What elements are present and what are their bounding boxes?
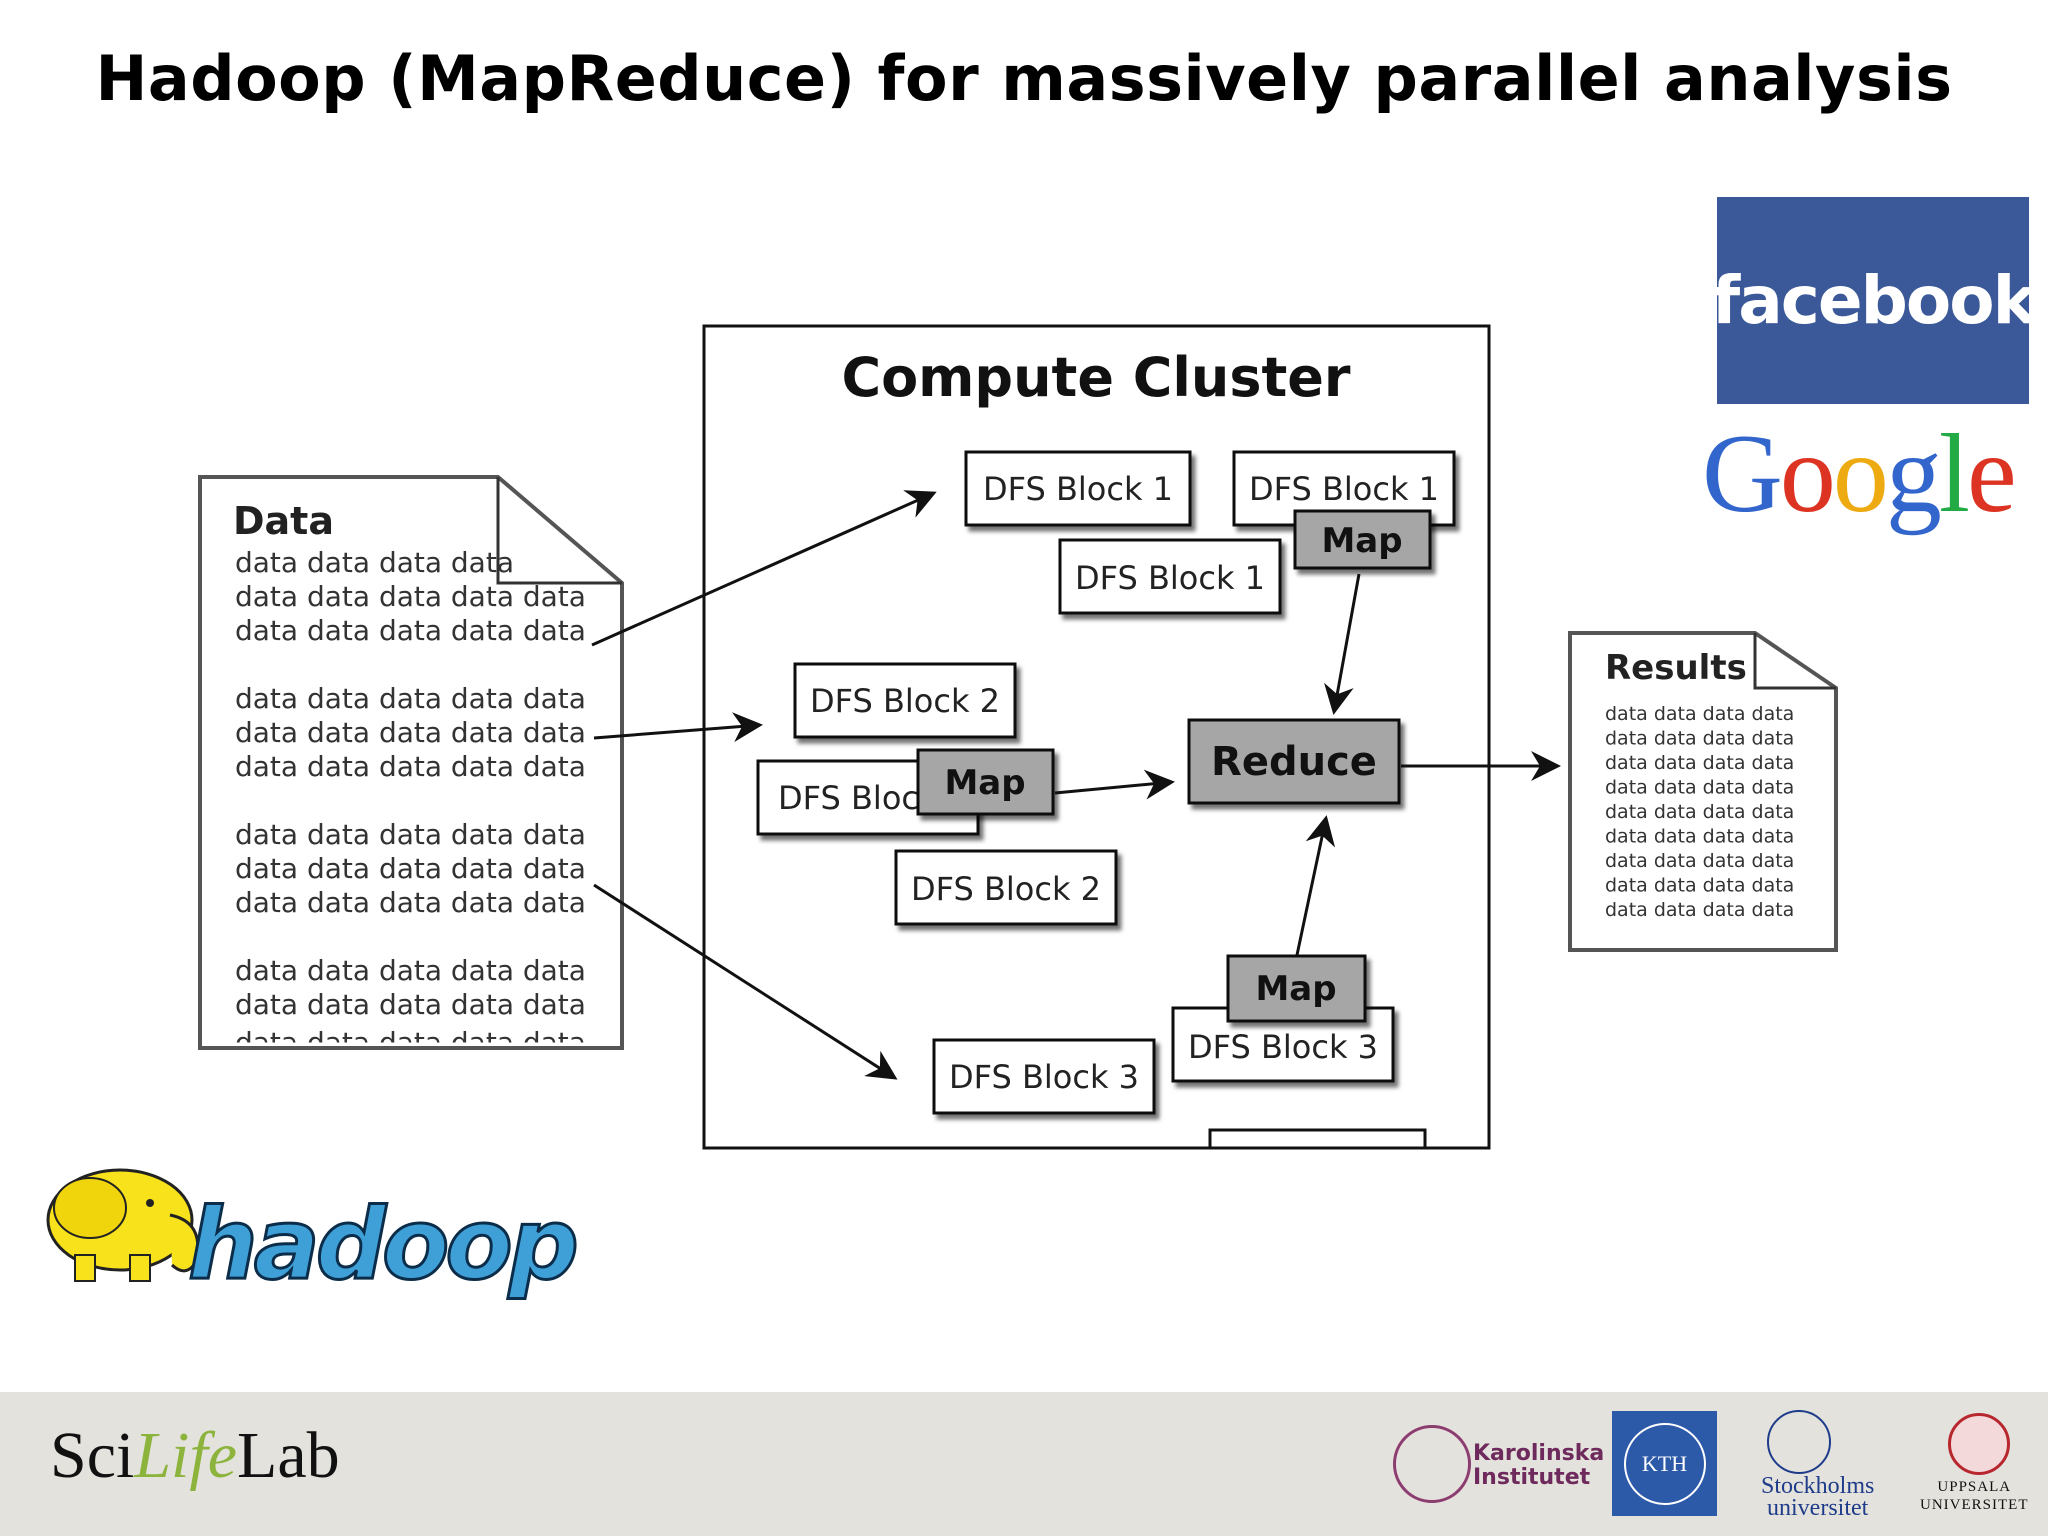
dfs-block-3b-label: DFS Block 3 <box>949 1058 1139 1096</box>
dfs-block-2c-label: DFS Block 2 <box>911 870 1101 908</box>
google-wordmark: Google <box>1702 410 2017 539</box>
results-line-6: data data data data <box>1605 826 1794 848</box>
uppsala-line-1: UPPSALA <box>1937 1479 2012 1495</box>
google-letter-5: l <box>1938 412 1970 536</box>
arrow-map3-to-reduce <box>1295 815 1336 956</box>
uppsala-seal-icon <box>1948 1413 2010 1475</box>
hadoop-wordmark: hadoop <box>188 1188 576 1302</box>
data-line-11: data data data data data <box>235 988 586 1021</box>
uppsala-university-logo: UPPSALA UNIVERSITET <box>1920 1478 2029 1514</box>
data-line-3: data data data data data <box>235 614 586 647</box>
reduce-box: Reduce <box>1187 718 1401 805</box>
scilifelab-lab: Lab <box>237 1419 340 1492</box>
karolinska-line-1: Karolinska <box>1473 1441 1605 1466</box>
compute-cluster-title: Compute Cluster <box>841 346 1350 409</box>
reduce-box-label: Reduce <box>1211 739 1377 785</box>
arrow-map1-to-reduce <box>1324 573 1361 715</box>
data-line-8: data data data data data <box>235 852 586 885</box>
karolinska-line-2: Institutet <box>1473 1465 1591 1490</box>
facebook-logo: facebook <box>1712 197 2036 404</box>
google-letter-4: g <box>1885 412 1942 536</box>
google-logo: Google <box>1702 410 2017 539</box>
dfs-block-2b-label: DFS Bloc <box>778 779 919 817</box>
data-line-4: data data data data data <box>235 682 586 715</box>
results-line-7: data data data data <box>1605 850 1794 872</box>
results-line-4: data data data data <box>1605 777 1794 799</box>
results-line-3: data data data data <box>1605 752 1794 774</box>
map-box-3: Map <box>1226 954 1367 1023</box>
dfs-block-2a-label: DFS Block 2 <box>810 682 1000 720</box>
data-document-title: Data <box>233 499 334 543</box>
dfs-block-2a: DFS Block 2 <box>793 662 1017 739</box>
arrow-data-to-block2 <box>593 712 763 743</box>
google-letter-6: e <box>1967 412 2017 536</box>
stockholm-line-2: universitet <box>1767 1495 1869 1521</box>
google-letter-1: G <box>1702 412 1783 536</box>
partial-block-bottom <box>1208 1128 1427 1150</box>
dfs-block-1a-label: DFS Block 1 <box>983 470 1173 508</box>
data-line-9: data data data data data <box>235 886 586 919</box>
google-letter-2: o <box>1779 412 1836 536</box>
dfs-block-1a: DFS Block 1 <box>964 450 1192 527</box>
hadoop-elephant-icon <box>46 1168 200 1282</box>
results-line-9: data data data data <box>1605 899 1794 921</box>
scilifelab-sci: Sci <box>50 1419 135 1492</box>
uppsala-line-2: UNIVERSITET <box>1920 1497 2029 1513</box>
hadoop-logo: hadoop <box>46 1168 581 1304</box>
data-line-5: data data data data data <box>235 716 586 749</box>
stockholm-line-1: Stockholms <box>1761 1473 1875 1499</box>
dfs-block-3a-label: DFS Block 3 <box>1188 1028 1378 1066</box>
dfs-block-1c-label: DFS Block 1 <box>1075 559 1265 597</box>
data-line-7: data data data data data <box>235 818 586 851</box>
dfs-block-1c: DFS Block 1 <box>1058 538 1282 615</box>
google-letter-3: o <box>1832 412 1889 536</box>
map-box-2: Map <box>916 748 1055 816</box>
dfs-block-1b-label: DFS Block 1 <box>1249 470 1439 508</box>
kth-label: KTH <box>1641 1450 1688 1476</box>
results-line-8: data data data data <box>1605 875 1794 897</box>
data-line-2: data data data data data <box>235 580 586 613</box>
map-box-1: Map <box>1293 509 1432 570</box>
map-box-2-label: Map <box>944 763 1025 803</box>
data-line-6: data data data data data <box>235 750 586 783</box>
results-line-5: data data data data <box>1605 801 1794 823</box>
kth-logo: KTH <box>1612 1411 1717 1516</box>
scilifelab-life: Life <box>134 1419 238 1492</box>
stockholm-seal-icon <box>1767 1410 1831 1474</box>
results-line-2: data data data data <box>1605 728 1794 750</box>
karolinska-seal-icon <box>1393 1425 1471 1503</box>
scilifelab-logo: SciLifeLab <box>50 1418 340 1494</box>
arrow-map2-to-reduce <box>1054 769 1175 800</box>
dfs-block-3b: DFS Block 3 <box>932 1038 1156 1115</box>
data-line-1: data data data data <box>235 546 514 579</box>
map-box-3-label: Map <box>1255 969 1336 1009</box>
map-box-1-label: Map <box>1321 521 1402 561</box>
dfs-block-2c: DFS Block 2 <box>894 849 1118 926</box>
data-line-12: data data data data data <box>235 1026 586 1059</box>
results-document-title: Results <box>1605 648 1747 688</box>
results-line-1: data data data data <box>1605 703 1794 725</box>
kth-crest-icon: KTH <box>1623 1422 1706 1505</box>
karolinska-logo: Karolinska Institutet <box>1473 1442 1604 1490</box>
arrow-data-to-block1 <box>591 490 937 647</box>
arrow-data-to-block3 <box>593 883 898 1080</box>
data-line-10: data data data data data <box>235 954 586 987</box>
slide-title: Hadoop (MapReduce) for massively paralle… <box>95 42 1953 115</box>
stockholm-university-logo: Stockholms universitet <box>1761 1473 1875 1521</box>
